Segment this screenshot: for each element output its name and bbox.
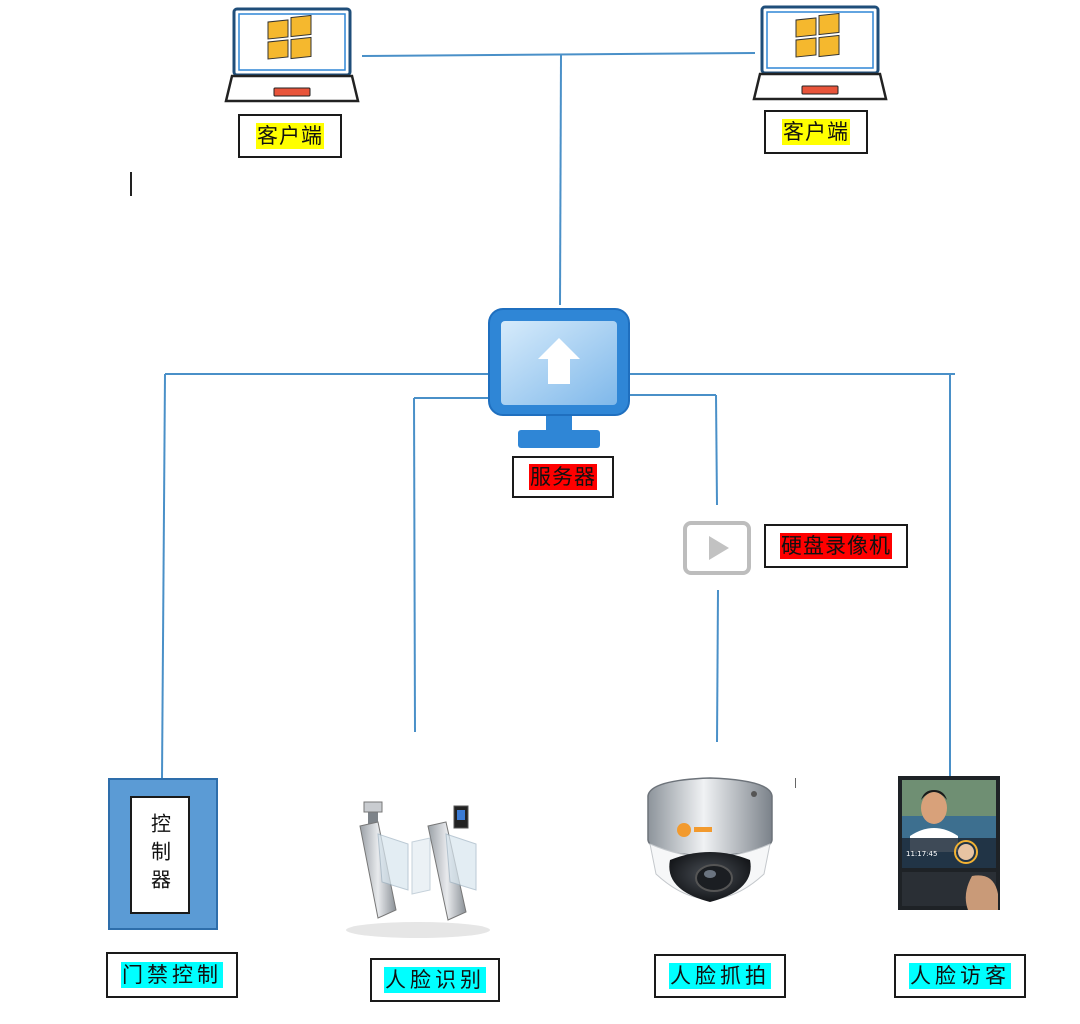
text-cursor	[130, 172, 132, 196]
tick-mark	[795, 778, 796, 788]
client-label-1: 客户端	[238, 114, 342, 158]
access-control-label-text: 门禁控制	[121, 962, 223, 988]
server-label: 服务器	[512, 456, 614, 498]
access-controller: 控制器	[108, 778, 218, 930]
face-recognition-label-text: 人脸识别	[384, 967, 486, 993]
windows-laptop-icon	[224, 7, 360, 103]
client-label-1-text: 客户端	[256, 123, 324, 149]
dome-camera-icon	[647, 777, 773, 902]
windows-laptop-icon	[752, 5, 888, 101]
capture-drop-line	[716, 589, 719, 743]
controller-panel: 控制器	[130, 796, 190, 914]
face-visitor-label-text: 人脸访客	[909, 963, 1011, 989]
play-icon	[683, 521, 751, 575]
face-capture-label: 人脸抓拍	[654, 954, 786, 998]
uplink-line	[559, 54, 562, 306]
client-label-2: 客户端	[764, 110, 868, 154]
nvr-label-text: 硬盘录像机	[780, 533, 892, 559]
nvr-drop-line	[715, 394, 718, 506]
access-drop-line	[161, 373, 166, 779]
face-recognition-label: 人脸识别	[370, 958, 500, 1002]
turnstile-icon	[346, 801, 490, 938]
face-visitor-label: 人脸访客	[894, 954, 1026, 998]
server-label-text: 服务器	[529, 464, 597, 490]
client-label-2-text: 客户端	[782, 119, 850, 145]
controller-label: 控制器	[147, 813, 172, 897]
nvr-label: 硬盘录像机	[764, 524, 908, 568]
recog-drop-line	[413, 397, 416, 733]
face-terminal-icon: 11:17:45	[898, 776, 1000, 910]
server-monitor-icon	[488, 308, 630, 448]
visitor-time-text: 11:17:45	[906, 850, 937, 858]
face-capture-label-text: 人脸抓拍	[669, 963, 771, 989]
access-control-label: 门禁控制	[106, 952, 238, 998]
client-link-line	[361, 52, 756, 57]
